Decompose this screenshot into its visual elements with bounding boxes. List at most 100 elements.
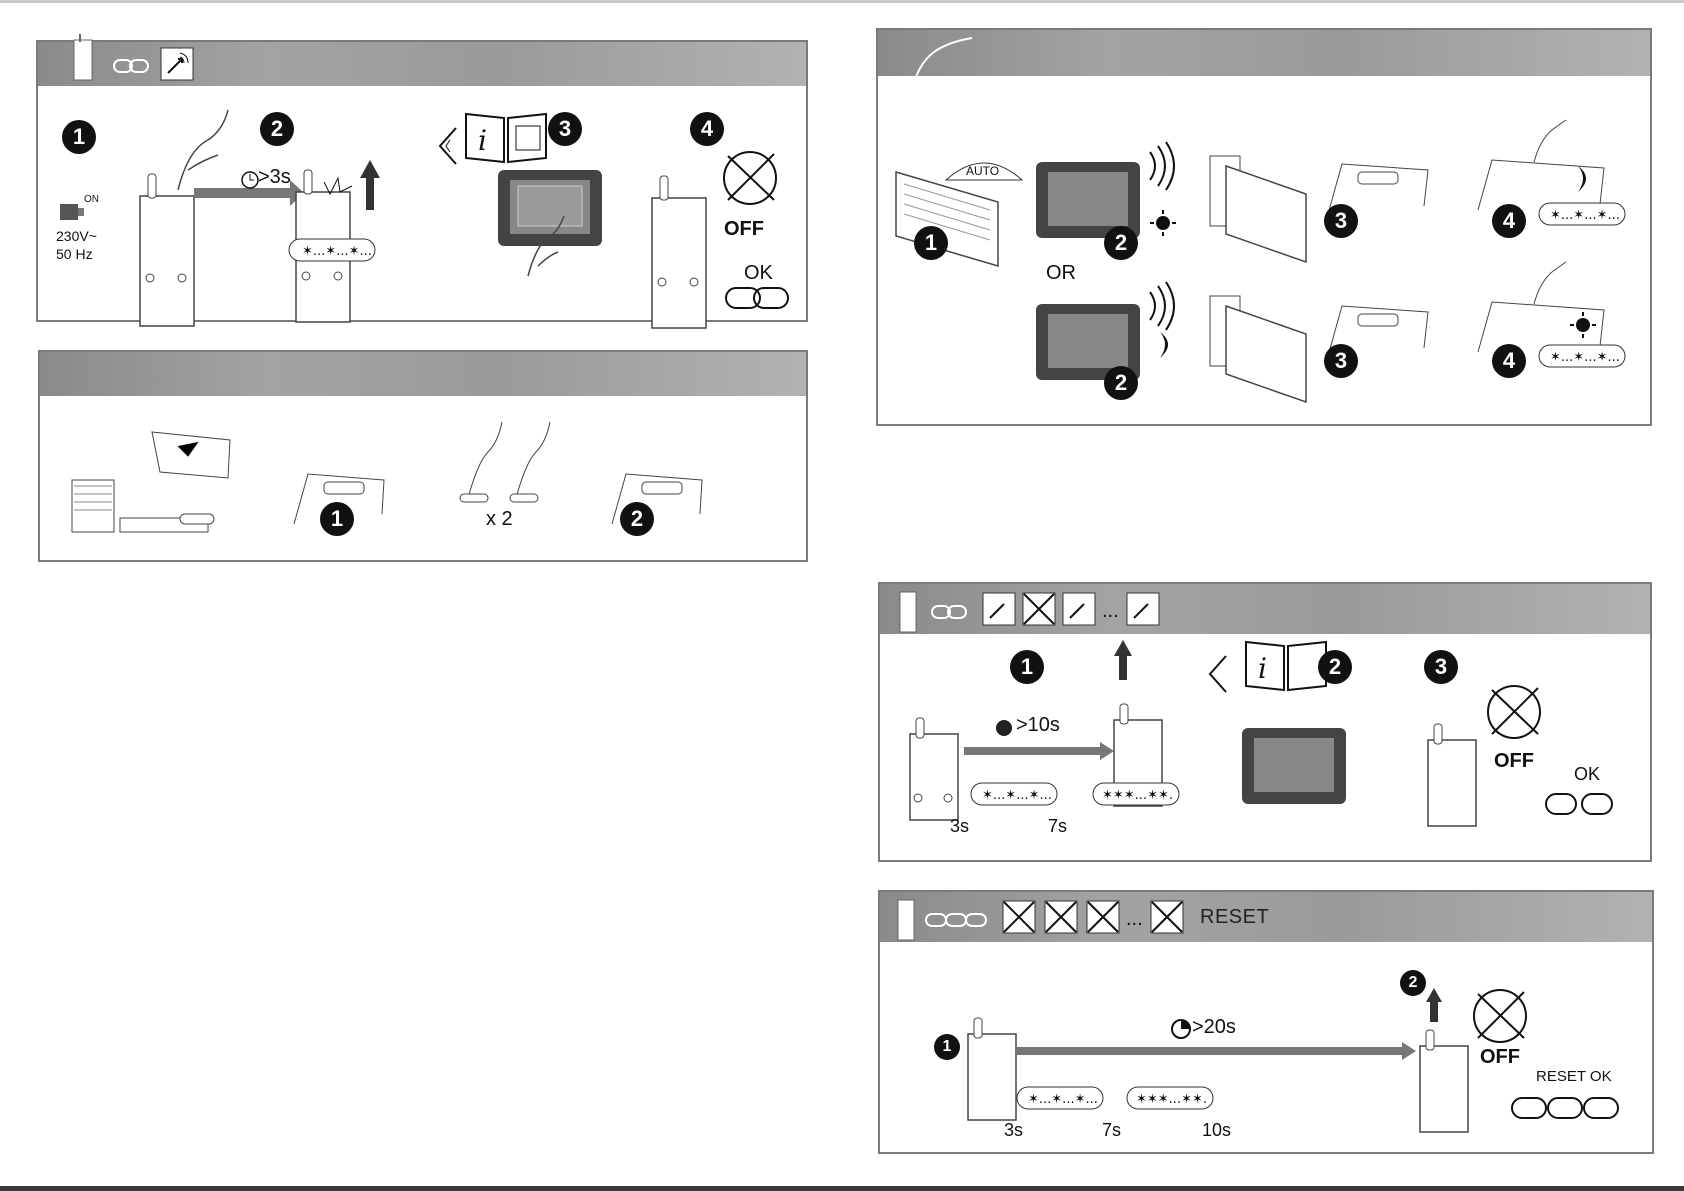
remote-signal-crossed-icon (1150, 900, 1184, 934)
heater-with-receiver-day (1206, 136, 1316, 266)
svg-text:✶...✶...✶...: ✶...✶...✶... (1028, 1092, 1098, 1107)
hold-time-label: >20s (1192, 1016, 1236, 1039)
led-off-icon (1482, 680, 1552, 750)
step-1-badge: 1 (320, 502, 354, 536)
up-arrow-icon (1114, 640, 1132, 680)
step-1-badge: 1 (914, 226, 948, 260)
remote-signal-icon (1126, 592, 1160, 626)
step-2-badge: 2 (1104, 366, 1138, 400)
auto-panel-header (878, 30, 1650, 76)
step-2-badge: 2 (260, 112, 294, 146)
signal-waves-icon (1146, 142, 1176, 192)
hold-time-label: >3s (258, 166, 291, 189)
step-4-badge: 4 (690, 112, 724, 146)
bottom-edge (0, 1186, 1684, 1191)
voltage-label: 230V~ (56, 228, 97, 244)
clock-icon (240, 170, 260, 190)
receiver-icon (898, 584, 922, 634)
off-label: OFF (1480, 1046, 1520, 1069)
svg-text:✶...✶...✶...: ✶...✶...✶... (1550, 350, 1620, 365)
remote-signal-icon (982, 592, 1016, 626)
step-3-badge: 3 (1424, 650, 1458, 684)
time-7s-label: 7s (1048, 816, 1067, 837)
reset-ok-label: RESET OK (1536, 1068, 1612, 1085)
or-label: OR (1046, 262, 1076, 285)
unpair-panel-header: ... (880, 584, 1650, 634)
manual-book-icon: i (464, 110, 548, 164)
pairing-panel: 1 ON 230V~ 50 Hz >3s 2 ✶...✶...✶... (36, 40, 808, 322)
clock-icon (994, 718, 1014, 738)
step-4-badge: 4 (1492, 204, 1526, 238)
remote-signal-crossed-icon (1044, 900, 1078, 934)
remote-signal-icon (160, 47, 194, 81)
moon-icon (1572, 164, 1596, 194)
link-icon (112, 56, 152, 76)
reset-title: RESET (1200, 906, 1269, 929)
link-icon (930, 602, 970, 622)
auto-panel: AUTO 1 2 OR 2 3 4 ✶...✶...✶... (876, 28, 1652, 426)
svg-text:✶✶✶...✶✶.: ✶✶✶...✶✶. (1102, 788, 1173, 803)
step-3-badge: 3 (548, 112, 582, 146)
remote-signal-crossed-icon (1022, 592, 1056, 626)
signal-waves-icon (1146, 282, 1176, 332)
double-press-icon (454, 422, 564, 512)
hold-arrow (964, 742, 1114, 762)
ok-label: OK (1574, 764, 1600, 785)
step-4-badge: 4 (1492, 344, 1526, 378)
svg-text:✶✶✶...✶✶.: ✶✶✶...✶✶. (1136, 1092, 1207, 1107)
broken-chain-icon (1544, 788, 1614, 818)
reset-panel: ... RESET 1 >20s ✶...✶...✶... ✶✶✶...✶✶. … (878, 890, 1654, 1154)
blink-pattern-strip: ✶...✶...✶... (1016, 1086, 1106, 1112)
receiver-icon (72, 34, 102, 84)
power-on-label: ON (84, 194, 99, 205)
svg-text:i: i (478, 124, 487, 157)
remote-signal-crossed-icon (1002, 900, 1036, 934)
ellipsis-label: ... (1102, 600, 1119, 623)
receiver-device-blinking (294, 152, 364, 292)
detector-idle-icon (602, 454, 712, 544)
broken-chain-icon (1510, 1092, 1620, 1122)
time-3s-label: 3s (950, 816, 969, 837)
hold-time-label: >10s (1016, 714, 1060, 737)
time-10s-label: 10s (1202, 1120, 1231, 1141)
remote-signal-crossed-icon (1086, 900, 1120, 934)
receiver-icon (896, 892, 920, 942)
room-scene-icon (60, 422, 240, 542)
off-label: OFF (1494, 750, 1534, 773)
moon-icon (1154, 330, 1178, 360)
step-1-badge: 1 (1010, 650, 1044, 684)
sun-icon (1148, 208, 1178, 238)
remote-signal-icon (1062, 592, 1096, 626)
thermostat-screen (1242, 728, 1346, 808)
led-off-icon (1468, 984, 1538, 1054)
blink-pattern-strip: ✶...✶...✶... (970, 782, 1060, 808)
receiver-device-off (1426, 720, 1486, 830)
svg-text:✶...✶...✶...: ✶...✶...✶... (982, 788, 1052, 803)
top-edge (0, 0, 1684, 3)
pairing-panel-header (38, 42, 806, 86)
sun-icon (1568, 310, 1598, 340)
up-arrow-icon (1426, 988, 1442, 1022)
receiver-device-off (650, 158, 710, 298)
hold-arrow (1016, 1042, 1416, 1062)
up-arrow-icon (360, 160, 380, 210)
time-7s-label: 7s (1102, 1120, 1121, 1141)
svg-text:✶...✶...✶...: ✶...✶...✶... (1550, 208, 1620, 223)
presence-panel-header (40, 352, 806, 396)
frequency-label: 50 Hz (56, 246, 93, 262)
step-2-badge: 2 (1104, 226, 1138, 260)
off-label: OFF (724, 218, 764, 241)
step-1-badge: 1 (62, 120, 96, 154)
ellipsis-label: ... (1126, 908, 1143, 931)
time-3s-label: 3s (1004, 1120, 1023, 1141)
hand-touch-icon (518, 216, 578, 286)
manual-book-icon: i (1244, 638, 1328, 692)
linked-chain-icon (724, 282, 794, 312)
svg-text:i: i (1258, 652, 1267, 685)
receiver-device (908, 714, 968, 824)
auto-badge-label: AUTO (966, 164, 999, 178)
blink-pattern-strip: ✶✶✶...✶✶. (1092, 782, 1182, 808)
step-1-badge: 1 (934, 1034, 960, 1060)
presence-panel: 1 x 2 2 (38, 350, 808, 562)
step-3-badge: 3 (1324, 344, 1358, 378)
